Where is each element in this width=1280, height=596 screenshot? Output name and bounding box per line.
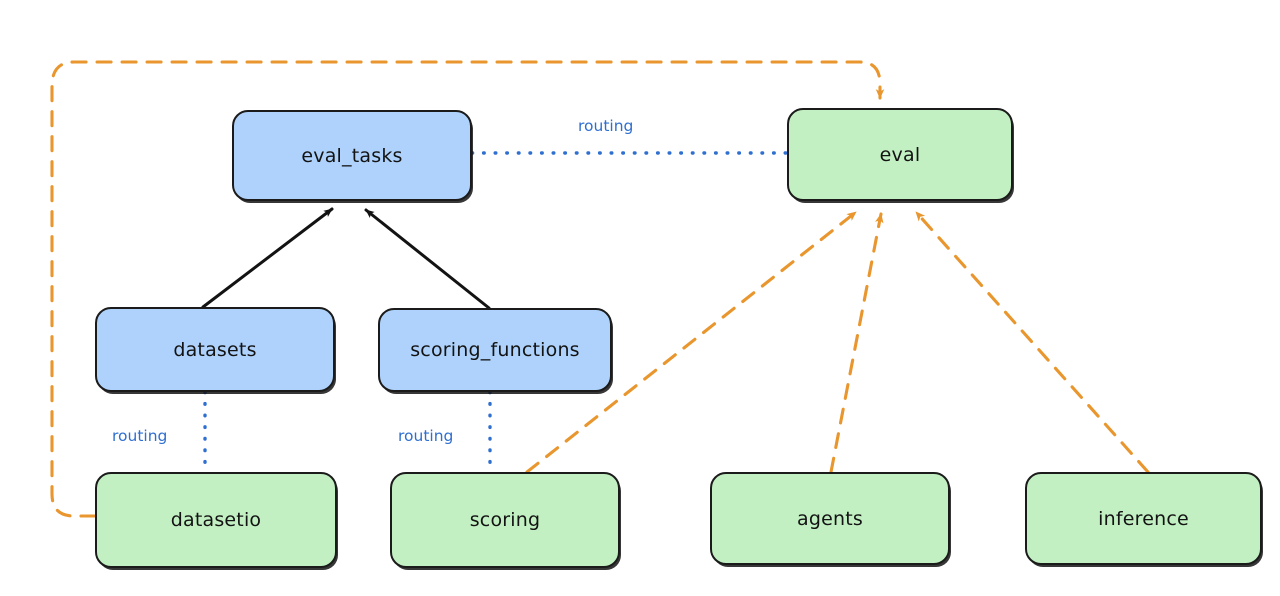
node-inference[interactable]: inference [1025,472,1262,565]
edge-scoring_functions-to-eval_tasks [364,208,491,310]
node-label-eval_tasks: eval_tasks [301,144,403,167]
edge-label-routing-datasets-datasetio: routing [112,427,168,445]
edge-label-routing-eval_tasks-eval: routing [578,117,634,135]
edge-label-routing-scoring_functions-scoring: routing [398,427,454,445]
node-label-inference: inference [1098,507,1189,530]
edge-datasets-to-eval_tasks [201,207,334,309]
node-label-scoring: scoring [469,509,541,531]
node-datasetio[interactable]: datasetio [95,472,337,568]
node-eval[interactable]: eval [787,108,1013,201]
node-label-datasets: datasets [173,338,257,361]
node-label-datasetio: datasetio [170,509,262,531]
edge-agents-to-eval [829,212,884,474]
edge-inference-to-eval [914,210,1150,474]
node-scoring_functions[interactable]: scoring_functions [378,308,612,392]
node-scoring[interactable]: scoring [390,472,620,568]
node-datasets[interactable]: datasets [95,307,335,392]
node-label-agents: agents [797,507,863,530]
node-label-eval: eval [879,143,921,166]
node-agents[interactable]: agents [710,472,950,565]
node-eval_tasks[interactable]: eval_tasks [232,110,472,201]
node-label-scoring_functions: scoring_functions [410,339,580,361]
edge-scoring-to-eval [525,210,858,474]
edge-datasetio-to-eval [50,60,885,518]
